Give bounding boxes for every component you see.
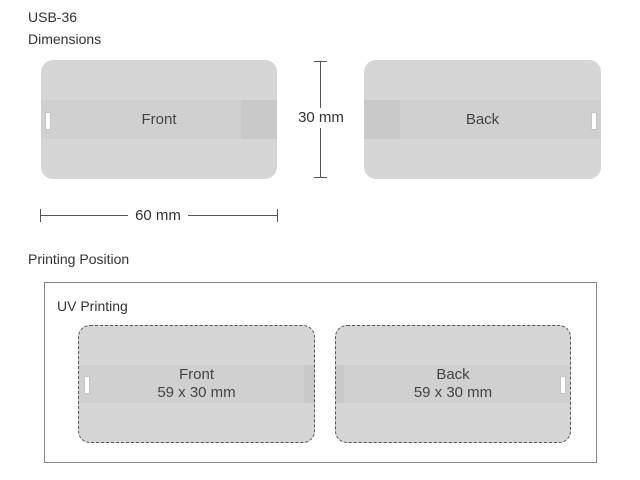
printing-position-heading: Printing Position xyxy=(28,251,130,267)
back-print-title: Back xyxy=(436,366,470,383)
product-model: USB-36 xyxy=(28,9,78,25)
height-tick-top xyxy=(314,61,327,62)
lanyard-slot xyxy=(45,111,51,130)
lanyard-slot xyxy=(591,111,597,130)
back-card-image: Back xyxy=(364,60,601,179)
height-label: 30 mm xyxy=(294,108,348,128)
back-print-size: 59 x 30 mm xyxy=(413,384,493,401)
card-band-dark xyxy=(241,100,277,139)
back-print-area: Back 59 x 30 mm xyxy=(335,325,571,443)
card-band-dark xyxy=(336,365,344,403)
front-print-area: Front 59 x 30 mm xyxy=(78,325,315,443)
front-label: Front xyxy=(141,110,177,128)
width-label: 60 mm xyxy=(128,206,188,226)
width-tick-right xyxy=(277,209,278,222)
front-print-label: Front 59 x 30 mm xyxy=(79,366,314,402)
dimensions-heading: Dimensions xyxy=(28,31,102,47)
back-print-label: Back 59 x 30 mm xyxy=(336,366,570,402)
printing-box xyxy=(44,282,597,463)
card-band xyxy=(336,365,570,403)
printing-method: UV Printing xyxy=(57,298,128,314)
back-label: Back xyxy=(465,110,500,128)
front-card-image: Front xyxy=(41,60,277,179)
card-band xyxy=(41,100,277,139)
card-band xyxy=(79,365,314,403)
card-band-dark xyxy=(364,100,400,139)
front-print-title: Front xyxy=(178,366,214,383)
lanyard-slot xyxy=(84,376,90,394)
lanyard-slot xyxy=(560,376,566,394)
card-band xyxy=(364,100,601,139)
height-tick-bottom xyxy=(314,177,327,178)
width-tick-left xyxy=(40,209,41,222)
card-band-dark xyxy=(304,365,314,403)
front-print-size: 59 x 30 mm xyxy=(157,384,236,401)
